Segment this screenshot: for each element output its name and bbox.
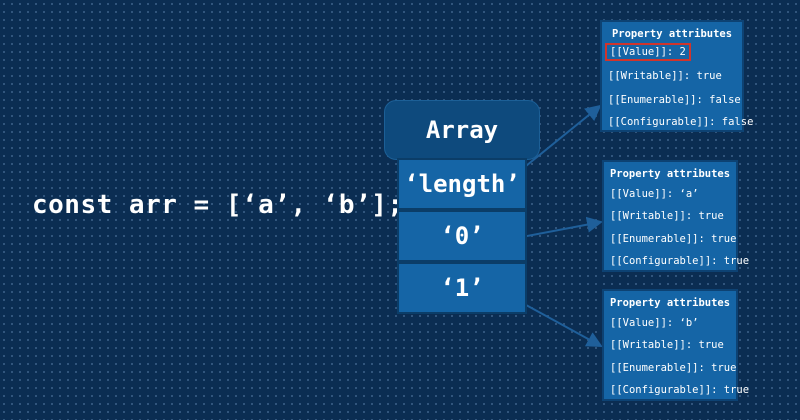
attribute-writable: [[Writable]]: true <box>608 70 722 82</box>
attribute-configurable: [[Configurable]]: true <box>610 384 750 396</box>
attributes-box-length: Property attributes [[Value]]: 2 [[Writa… <box>600 20 753 132</box>
attribute-enumerable: [[Enumerable]]: false <box>608 94 741 106</box>
attributes-box-0: Property attributes [[Value]]: ‘a’ [[Wri… <box>602 160 749 272</box>
attributes-title: Property attributes <box>609 168 731 180</box>
code-snippet: const arr = [‘a’, ‘b’]; <box>32 190 404 220</box>
attribute-value: [[Value]]: ‘b’ <box>610 317 699 329</box>
attributes-box-1: Property attributes [[Value]]: ‘b’ [[Wri… <box>602 289 749 401</box>
array-cell-1: ‘1’ <box>397 262 527 314</box>
attribute-enumerable: [[Enumerable]]: true <box>610 233 737 245</box>
array-cell-length: ‘length’ <box>397 158 527 210</box>
attribute-configurable: [[Configurable]]: true <box>610 255 750 267</box>
attributes-title: Property attributes <box>609 297 731 309</box>
attribute-value-highlighted: [[Value]]: 2 <box>605 43 691 61</box>
attribute-writable: [[Writable]]: true <box>610 339 724 351</box>
attribute-enumerable: [[Enumerable]]: true <box>610 362 737 374</box>
attribute-configurable: [[Configurable]]: false <box>608 116 754 128</box>
attribute-writable: [[Writable]]: true <box>610 210 724 222</box>
attribute-value: [[Value]]: ‘a’ <box>610 188 699 200</box>
attributes-title: Property attributes <box>611 28 733 40</box>
array-cell-0: ‘0’ <box>397 210 527 262</box>
array-header: Array <box>384 100 540 160</box>
